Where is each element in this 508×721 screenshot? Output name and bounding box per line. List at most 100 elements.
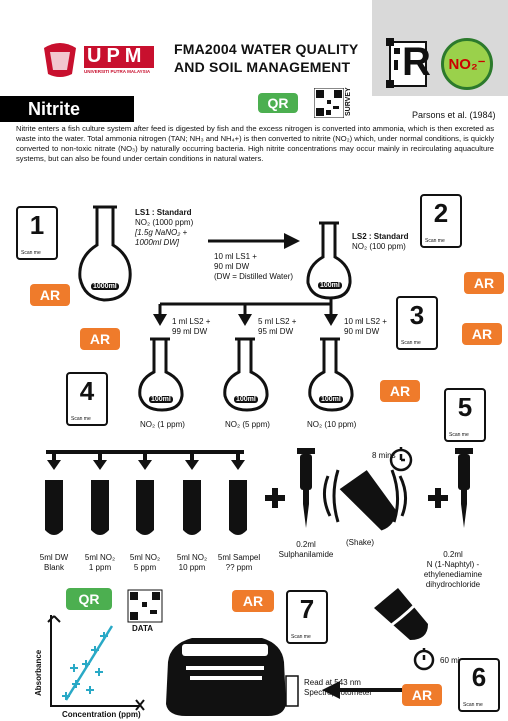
graph-ylabel: Absorbance (34, 649, 43, 696)
step-number-3: 3 (409, 300, 425, 330)
reagent1-label: 0.2ml Sulphanilamide (272, 540, 340, 560)
ls1-line3: [1.5g NaNO₂ + (135, 228, 188, 237)
step-number-5: 5 (457, 392, 473, 422)
shake-label: (Shake) (346, 538, 375, 547)
upm-logo: UPM UNIVERSITI PUTRA MALAYSIA (40, 36, 160, 82)
r-package-icon: R (384, 36, 436, 92)
intro-paragraph: Nitrite enters a fish culture system aft… (16, 124, 494, 163)
flask-ls2-label: 100ml (318, 282, 342, 289)
spectro-line2: Spectrophotometer (304, 688, 373, 697)
flask-1ppm-caption: NO₂ (1 ppm) (140, 420, 185, 429)
survey-qr-code[interactable] (313, 87, 345, 119)
ar-badge-6[interactable]: AR (402, 684, 442, 706)
flask-5ppm-caption: NO₂ (5 ppm) (225, 420, 270, 429)
tube-1ppm-line2: 1 ppm (88, 563, 112, 572)
reagent1-name: Sulphanilamide (278, 550, 334, 559)
branch-1-line2: 99 ml DW (172, 327, 208, 336)
branch-3-line1: 10 ml LS2 + (344, 317, 387, 326)
ls1-line4: 1000ml DW] (135, 238, 180, 247)
ar-label-3: AR (471, 326, 493, 342)
branch-3-text: 10 ml LS2 + 90 ml DW (344, 317, 387, 337)
scan-me-label-3: Scan me (401, 340, 421, 346)
step-card-4[interactable]: 4 Scan me (66, 372, 108, 426)
scan-me-label-5: Scan me (449, 432, 469, 438)
reagent2-label: 0.2ml N (1-Naphtyl) - ethylenediamine di… (408, 550, 498, 590)
flask-ls1 (78, 205, 132, 302)
dilution1-text: 10 ml LS1 + 90 ml DW (DW = Distilled Wat… (214, 252, 293, 282)
step-card-7[interactable]: 7 Scan me (286, 590, 328, 644)
ar-badge-4[interactable]: AR (80, 328, 120, 350)
tube-10ppm-line1: 5ml NO₂ (176, 553, 208, 562)
tube-5ppm-line2: 5 ppm (133, 563, 157, 572)
branch-1-text: 1 ml LS2 + 99 ml DW (172, 317, 210, 337)
course-title-line1: FMA2004 WATER QUALITY (174, 41, 359, 57)
tube-5ppm-label: 5ml NO₂ 5 ppm (121, 553, 169, 573)
dilution1-line1: 10 ml LS1 + (214, 252, 257, 261)
tube-10ppm-line2: 10 ppm (178, 563, 206, 572)
step-number-2: 2 (433, 198, 449, 228)
tube-5ppm-line1: 5ml NO₂ (129, 553, 161, 562)
ls2-title: LS2 : Standard (352, 232, 409, 241)
tube-sample-line1: 5ml Sampel (217, 553, 261, 562)
branch-2-line1: 5 ml LS2 + (258, 317, 297, 326)
step-number-6: 6 (471, 662, 487, 692)
logo-text: UPM (87, 45, 147, 67)
ar-label-6: AR (411, 687, 433, 703)
tube-1ppm-label: 5ml NO₂ 1 ppm (76, 553, 124, 573)
ar-badge-3[interactable]: AR (462, 323, 502, 345)
scan-me-label-6: Scan me (463, 702, 483, 708)
logo-subtext: UNIVERSITI PUTRA MALAYSIA (84, 69, 151, 74)
step-card-3[interactable]: 3 Scan me (396, 296, 438, 350)
wait-time: 60 mins (440, 656, 469, 665)
ar-badge-7[interactable]: AR (232, 590, 274, 612)
ar-badge-5[interactable]: AR (380, 380, 420, 402)
ar-label-2: AR (473, 275, 495, 291)
scan-me-label-2: Scan me (425, 238, 445, 244)
step-card-2[interactable]: 2 Scan me (420, 194, 462, 248)
reagent2-line2: ethylenediamine (423, 570, 483, 579)
qr-survey-badge[interactable]: QR (258, 93, 298, 113)
citation: Parsons et al. (1984) (412, 110, 496, 120)
branch-2-line2: 95 ml DW (258, 327, 294, 336)
dilution1-line3: (DW = Distilled Water) (214, 272, 294, 281)
tube-1ppm-line1: 5ml NO₂ (84, 553, 116, 562)
qr-data-badge[interactable]: QR (66, 588, 112, 610)
step-card-6[interactable]: 6 Scan me (458, 658, 500, 712)
qr-data-label: QR (78, 591, 100, 607)
branch-1-line1: 1 ml LS2 + (172, 317, 211, 326)
no2-formula-text: NO₂⁻ (448, 56, 486, 73)
step-number-7: 7 (299, 594, 315, 624)
reagent2-line1: N (1-Naphtyl) - (426, 560, 480, 569)
ls2-description: LS2 : Standard NO₂ (100 ppm) (352, 232, 408, 252)
step-card-1[interactable]: 1 Scan me (16, 206, 58, 260)
dilution1-line2: 90 ml DW (214, 262, 250, 271)
tube-sample-line2: ?? ppm (225, 563, 253, 572)
reagent2-line3: dihydrochloride (425, 580, 481, 589)
step-card-5[interactable]: 5 Scan me (444, 388, 486, 442)
tube-blank-line2: Blank (43, 563, 64, 572)
flask-1ppm-label: 100ml (149, 396, 173, 403)
data-label: DATA (132, 624, 154, 633)
scan-me-label-7: Scan me (291, 634, 311, 640)
ar-label-7: AR (242, 593, 264, 609)
ar-label-5: AR (389, 383, 411, 399)
ar-badge-2[interactable]: AR (464, 272, 504, 294)
tube-10ppm-label: 5ml NO₂ 10 ppm (168, 553, 216, 573)
shake-time: 8 mins (372, 451, 396, 460)
branch-3-line2: 90 ml DW (344, 327, 380, 336)
step-number-4: 4 (79, 376, 95, 406)
flask-ls1-label: 1000ml (91, 283, 119, 290)
tube-blank-line1: 5ml DW (39, 553, 69, 562)
ar-label-4: AR (89, 331, 111, 347)
flask-10ppm-label: 100ml (319, 396, 343, 403)
tube-sample-label: 5ml Sampel ?? ppm (212, 553, 266, 573)
branch-2-text: 5 ml LS2 + 95 ml DW (258, 317, 296, 337)
ar-badge-1[interactable]: AR (30, 284, 70, 306)
nitrite-formula-badge: NO₂⁻ (441, 38, 493, 90)
section-title: Nitrite (0, 96, 134, 122)
course-title: FMA2004 WATER QUALITY AND SOIL MANAGEMEN… (174, 40, 358, 76)
r-icon-letter: R (402, 40, 431, 84)
reagent1-volume: 0.2ml (296, 540, 316, 549)
reagent2-volume: 0.2ml (443, 550, 463, 559)
